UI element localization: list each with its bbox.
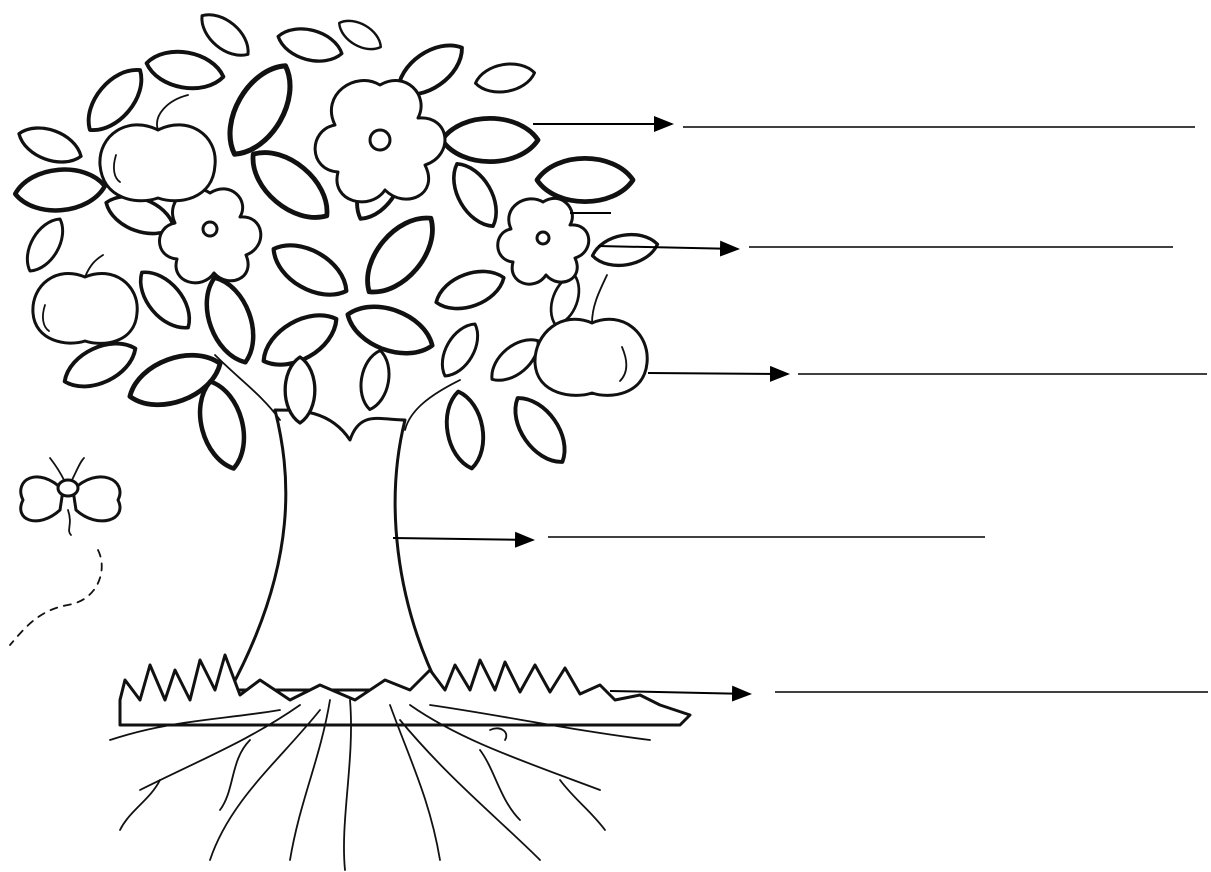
label-pointer-roots: [610, 691, 1208, 694]
butterfly: [10, 458, 120, 645]
label-pointer-flower: [570, 213, 1173, 249]
tree-canopy: [13, 5, 660, 473]
arrow-trunk: [393, 538, 533, 540]
tree-trunk: [215, 355, 460, 690]
arrow-fruit: [648, 373, 788, 374]
apple-left: [33, 255, 137, 343]
flower-medium: [159, 189, 260, 283]
apple-right: [535, 275, 647, 395]
flower-small: [498, 198, 589, 284]
label-pointer-leaf: [533, 124, 1195, 127]
label-pointer-trunk: [393, 537, 985, 540]
arrow-roots: [610, 691, 750, 694]
label-pointer-fruit: [648, 373, 1207, 374]
flower-large: [315, 80, 445, 201]
